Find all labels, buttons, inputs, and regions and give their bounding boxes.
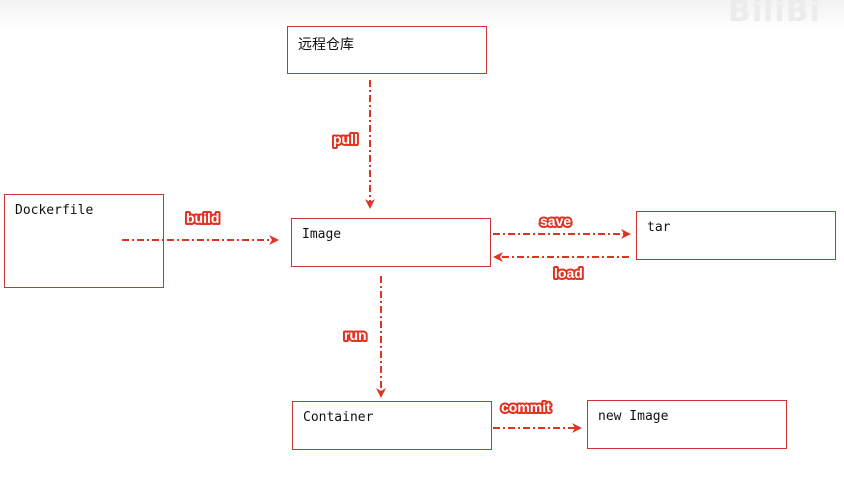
pull-label: pull <box>333 131 358 147</box>
image-node[interactable]: Image <box>291 218 491 267</box>
new-image-node[interactable]: new Image <box>587 400 787 449</box>
commit-label: commit <box>501 399 551 415</box>
save-label: save <box>540 213 571 229</box>
tar-label: tar <box>647 220 671 235</box>
image-label: Image <box>302 227 342 242</box>
new-image-label: new Image <box>598 409 669 424</box>
build-label: build <box>186 210 219 226</box>
container-label: Container <box>303 410 374 425</box>
remote-repo-label: 远程仓库 <box>298 37 354 53</box>
remote-repo-node[interactable]: 远程仓库 <box>287 26 487 74</box>
container-node[interactable]: Container <box>292 401 492 450</box>
watermark-logo: BiliBi <box>728 0 821 29</box>
load-label: load <box>554 265 583 281</box>
run-label: run <box>344 327 367 343</box>
tar-node[interactable]: tar <box>636 211 836 260</box>
dockerfile-label: Dockerfile <box>15 203 94 218</box>
